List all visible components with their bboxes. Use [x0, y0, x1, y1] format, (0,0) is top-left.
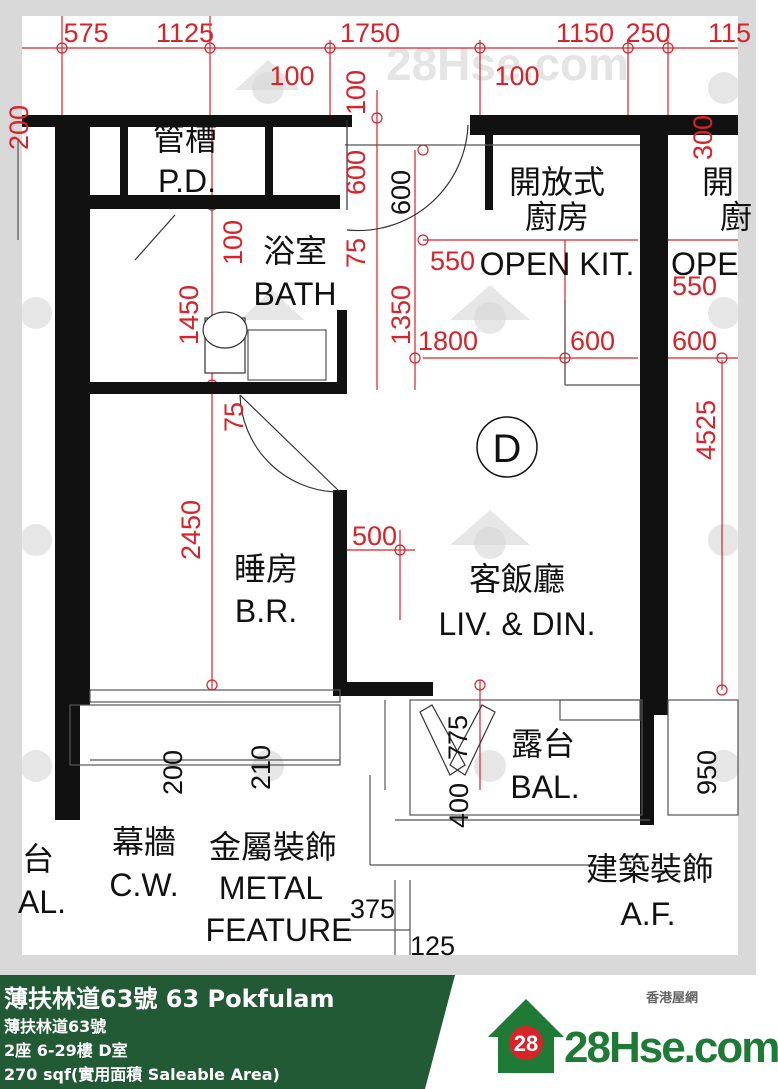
listing-subtitle: 薄扶林道63號 — [4, 1017, 107, 1036]
dim-950: 950 — [692, 750, 722, 795]
balcony-label-zh: 露台 — [511, 725, 575, 763]
dim-100-c: 100 — [341, 70, 371, 115]
unit-mark-label: D — [493, 427, 522, 471]
architectural-lines — [17, 140, 739, 955]
logo-brand-text: 28Hse.com — [564, 1023, 778, 1072]
dim-115: 115 — [708, 18, 751, 48]
toilet-icon — [202, 311, 248, 374]
dim-375: 375 — [350, 894, 395, 924]
floor-plan: 28Hse.com — [0, 0, 756, 975]
dim-200-b: 200 — [158, 750, 188, 795]
dim-125: 125 — [410, 931, 455, 961]
unit-mark: D — [476, 416, 538, 478]
dim-100-b: 100 — [494, 61, 539, 91]
dim-200: 200 — [4, 105, 34, 150]
dim-550-b: 550 — [672, 271, 717, 301]
listing-info-panel: 薄扶林道63號 63 Pokfulam 薄扶林道63號 2座 6-29樓 D室 … — [0, 975, 455, 1089]
dim-100-d: 100 — [218, 220, 248, 265]
metal-label-zh: 金屬裝飾 — [209, 828, 337, 866]
logo-badge: 28 — [514, 1031, 538, 1056]
watermark-text: 28Hse.com — [386, 38, 629, 90]
dim-75-b: 75 — [219, 402, 249, 432]
dim-75-a: 75 — [341, 238, 371, 268]
dim-400: 400 — [444, 783, 474, 828]
house-logo-icon: 28 — [488, 999, 564, 1073]
cw-label-en: C.W. — [109, 867, 178, 903]
dim-250: 250 — [625, 18, 670, 48]
dimension-lines — [22, 16, 738, 790]
bedroom-label-en: B.R. — [235, 593, 297, 629]
walls — [22, 115, 738, 825]
listing-area: 270 sqf(實用面積 Saleable Area) — [4, 1065, 280, 1084]
listing-title: 薄扶林道63號 63 Pokfulam — [4, 985, 335, 1013]
doors — [134, 120, 496, 776]
living-label-en: LIV. & DIN. — [438, 606, 595, 642]
kitchen-label-zh-2: 廚房 — [525, 198, 589, 236]
living-label-zh: 客飯廳 — [469, 560, 565, 598]
dim-4525: 4525 — [691, 400, 721, 460]
balcony-label-en: BAL. — [510, 769, 579, 805]
dim-1750: 1750 — [340, 18, 400, 48]
kitchen2-label-zh-2: 廚 — [720, 198, 752, 236]
af-label-en: A.F. — [620, 896, 675, 932]
dim-1350: 1350 — [386, 285, 416, 345]
left-balcony-label-zh: 台 — [22, 840, 54, 878]
bedroom-label-zh: 睡房 — [234, 550, 298, 588]
kitchen2-label-zh-1: 開 — [702, 163, 734, 201]
pd-label-en: P.D. — [158, 163, 216, 199]
dimension-labels: 575 1125 1750 1150 250 115 100 100 200 1… — [4, 18, 751, 961]
dim-1125: 1125 — [156, 18, 214, 48]
dim-1450: 1450 — [174, 285, 204, 345]
listing-unit: 2座 6-29樓 D室 — [4, 1041, 128, 1060]
dim-550-a: 550 — [430, 246, 475, 276]
dim-775: 775 — [443, 715, 473, 760]
pd-label-zh: 管槽 — [153, 120, 217, 158]
kitchen-label-zh-1: 開放式 — [509, 163, 605, 201]
watermark-logo-icon: 28Hse.com — [235, 38, 629, 104]
af-label-zh: 建築裝飾 — [586, 850, 714, 888]
dim-500: 500 — [352, 521, 397, 551]
dim-575: 575 — [63, 18, 108, 48]
floor-plan-drawing: 28Hse.com — [0, 0, 756, 975]
metal-label-en-2: FEATURE — [206, 912, 353, 948]
dim-2450: 2450 — [176, 500, 206, 560]
dim-600-d: 600 — [672, 326, 717, 356]
metal-label-en-1: METAL — [219, 870, 323, 906]
dim-300: 300 — [688, 115, 718, 160]
cw-label-zh: 幕牆 — [112, 823, 176, 861]
room-labels: 管槽 P.D. 浴室 BATH 開放式 廚房 OPEN KIT. 開 廚 OPE… — [18, 120, 752, 948]
dim-210: 210 — [246, 745, 276, 790]
brand-logo[interactable]: 香港屋網 28 28Hse.com — [486, 983, 778, 1083]
kitchen-label-en: OPEN KIT. — [480, 246, 635, 282]
dim-600-b: 600 — [386, 170, 416, 215]
logo-tagline: 香港屋網 — [645, 991, 698, 1006]
left-balcony-label-en: AL. — [18, 884, 66, 920]
bath-label-zh: 浴室 — [263, 232, 327, 270]
kitchen2-label-en: OPE — [671, 246, 739, 282]
dim-1800: 1800 — [418, 326, 478, 356]
watermark-layer: 28Hse.com — [20, 38, 740, 782]
dim-600-c: 600 — [570, 326, 615, 356]
bath-label-en: BATH — [254, 276, 337, 312]
dim-1150: 1150 — [556, 18, 614, 48]
dim-100-a: 100 — [269, 61, 314, 91]
dim-600-a: 600 — [341, 150, 371, 195]
listing-footer: 薄扶林道63號 63 Pokfulam 薄扶林道63號 2座 6-29樓 D室 … — [0, 975, 778, 1089]
